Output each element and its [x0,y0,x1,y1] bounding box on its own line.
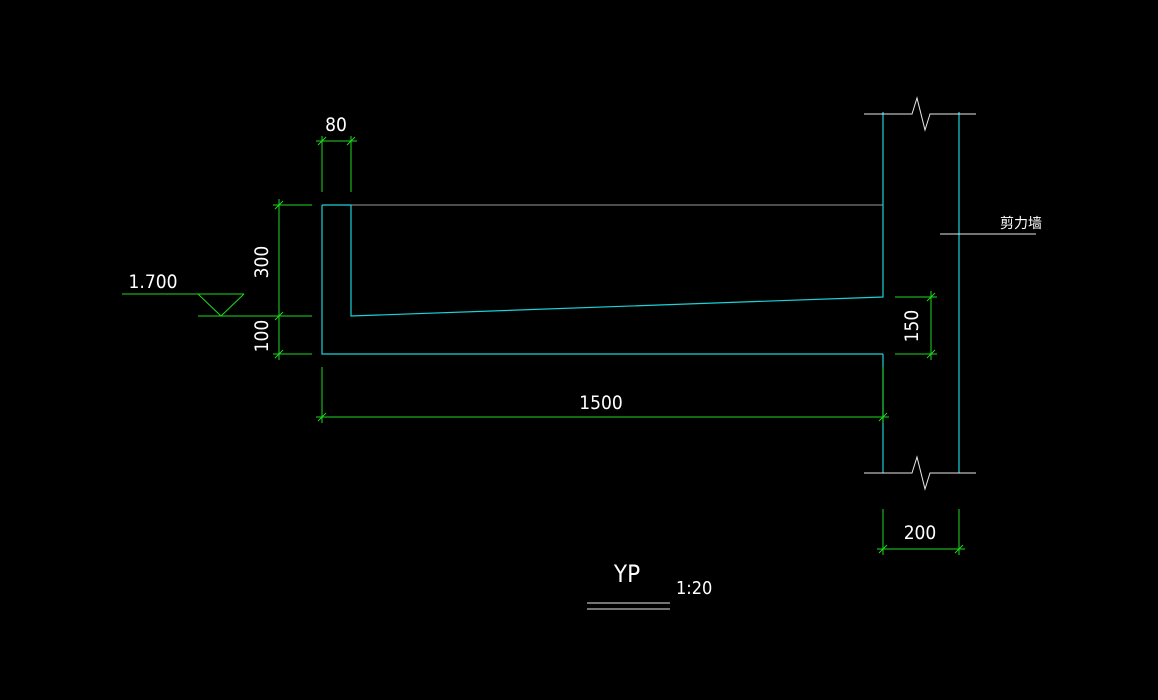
drawing-scale: 1:20 [676,578,712,599]
dim-right-height [895,291,937,360]
wall-label: 剪力墙 [1000,216,1042,232]
drawing-title: YP [613,560,640,588]
dim-label-wall-width: 200 [904,522,937,544]
dim-label-height-upper: 300 [251,246,273,279]
dim-label-length: 1500 [579,392,623,414]
dim-label-top-width: 80 [325,114,347,136]
canopy-outline [321,112,884,473]
level-mark-symbol [122,293,312,317]
dim-wall-width [877,509,965,555]
dim-length [316,367,889,423]
level-mark-label: 1.700 [129,271,178,293]
dim-top-width [316,136,357,192]
dim-label-height-lower: 100 [251,320,273,353]
shear-wall [864,96,1036,491]
dim-left-height [273,199,312,360]
title-underline [587,602,670,610]
dim-label-right-height: 150 [901,310,923,343]
